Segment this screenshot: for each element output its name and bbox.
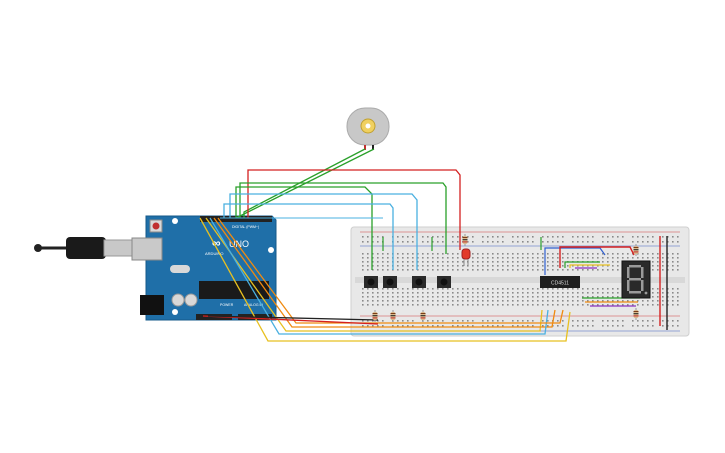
power-header-label: POWER	[220, 303, 234, 307]
push-button[interactable]	[364, 276, 378, 288]
resistor[interactable]	[420, 310, 426, 322]
digital-header[interactable]	[200, 216, 272, 222]
seven-segment-display[interactable]	[621, 260, 651, 299]
ic-chip[interactable]: CD4511	[540, 276, 580, 288]
segment-d	[629, 291, 641, 294]
wire-yellow[interactable]	[569, 264, 610, 268]
push-button[interactable]	[437, 276, 451, 288]
wire-black[interactable]	[207, 315, 379, 321]
seven-segment-digit-8	[627, 265, 648, 295]
wire-yellow[interactable]	[199, 217, 571, 342]
wire-green[interactable]	[564, 261, 600, 268]
usb-connector-metal	[103, 239, 135, 257]
arduino-model-text: UNO	[229, 239, 249, 249]
wire-orange[interactable]	[217, 217, 564, 324]
segment-g	[629, 278, 641, 281]
segment-f	[627, 267, 630, 278]
atmega-chip	[199, 281, 269, 299]
wire-light-blue[interactable]	[223, 203, 394, 270]
usb-plug-icon	[66, 237, 106, 259]
mount-hole	[172, 309, 178, 315]
wire-green[interactable]	[239, 182, 447, 254]
arduino-infinity-logo: ∞	[212, 236, 221, 250]
wire-orange[interactable]	[213, 217, 556, 328]
capacitor	[184, 293, 198, 307]
wire-green[interactable]	[235, 186, 373, 270]
resistor[interactable]	[390, 310, 396, 322]
ic-chip-label: CD4511	[551, 281, 569, 287]
resistor[interactable]	[462, 234, 468, 246]
push-button-cap	[415, 278, 423, 286]
breadboard-center-channel	[355, 277, 685, 283]
ic-chip-body	[540, 276, 580, 288]
segment-e	[627, 280, 630, 291]
crystal-oscillator	[170, 265, 190, 273]
reset-button-cap	[152, 222, 160, 230]
push-buttons	[364, 276, 451, 288]
wire-yellow[interactable]	[205, 217, 543, 332]
wire-light-blue[interactable]	[229, 193, 418, 270]
push-button-cap	[386, 278, 394, 286]
analog-header-label: ANALOG IN	[244, 303, 264, 307]
dc-motor[interactable]	[346, 107, 390, 150]
capacitor	[171, 293, 185, 307]
usb-cable[interactable]	[34, 237, 135, 259]
push-button-cap	[440, 278, 448, 286]
push-button[interactable]	[412, 276, 426, 288]
resistor[interactable]	[372, 310, 378, 322]
segment-a	[629, 265, 641, 268]
push-button[interactable]	[383, 276, 397, 288]
segment-b	[641, 267, 644, 278]
wire-red[interactable]	[247, 169, 461, 250]
mount-hole	[172, 218, 178, 224]
mount-hole	[268, 247, 274, 253]
digital-header-label: DIGITAL (PWM~)	[232, 225, 259, 229]
wire-red[interactable]	[202, 315, 379, 325]
arduino-power-jack	[140, 295, 164, 315]
wire-light-blue[interactable]	[209, 217, 549, 335]
led-body	[461, 248, 471, 260]
segment-c	[641, 280, 644, 291]
motor-shaft	[365, 123, 371, 129]
segment-dp	[644, 291, 648, 295]
usb-cord-end	[34, 244, 42, 252]
push-button-cap	[367, 278, 375, 286]
arduino-brand-text: ARDUINO	[205, 251, 223, 256]
resistor[interactable]	[633, 308, 639, 320]
wires	[199, 148, 668, 342]
arduino-usb-port	[131, 237, 163, 261]
wire-red[interactable]	[559, 246, 635, 268]
resistor[interactable]	[633, 244, 639, 256]
resistors	[372, 234, 639, 322]
red-led[interactable]	[461, 248, 471, 266]
wire-blue[interactable]	[544, 247, 606, 275]
